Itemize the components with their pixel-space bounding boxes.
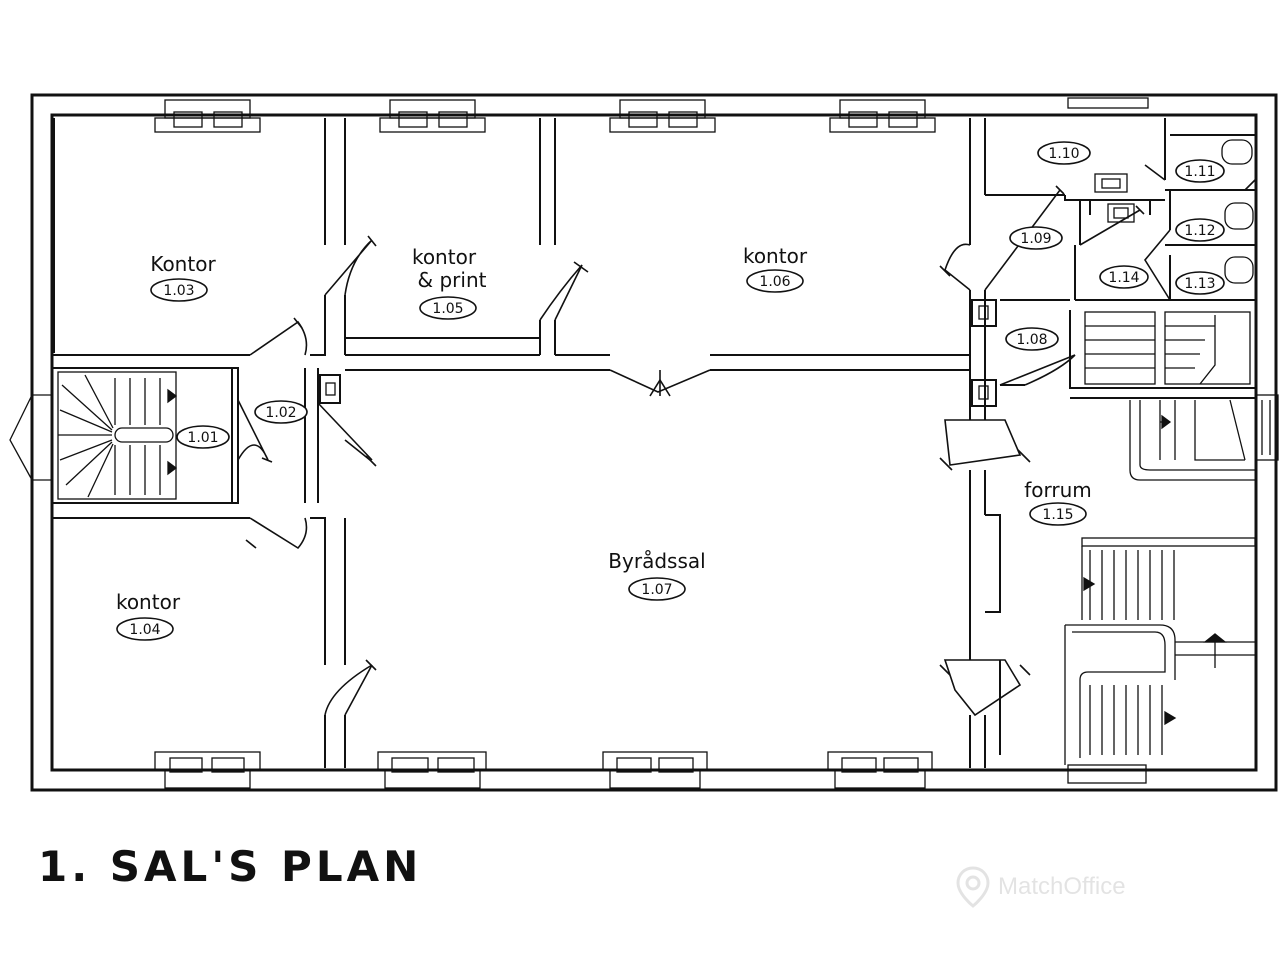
room-number-1-04: 1.04 (129, 622, 160, 638)
room-label-1-01: 1.01 (176, 425, 230, 449)
room-number-1-10: 1.10 (1048, 146, 1079, 162)
room-name-1-03: Kontor (150, 252, 216, 276)
room-label-1-14: 1.14 (1099, 265, 1149, 289)
stair-forrum (1064, 537, 1256, 765)
room-label-1-03: Kontor 1.03 (150, 252, 216, 302)
room-number-1-14: 1.14 (1108, 270, 1139, 286)
room-name-line2-1-05: & print (418, 268, 487, 292)
room-number-1-08: 1.08 (1016, 332, 1047, 348)
stair-1-01 (57, 371, 178, 500)
room-label-1-02: 1.02 (254, 400, 308, 424)
room-number-1-01: 1.01 (187, 430, 218, 446)
room-number-1-03: 1.03 (163, 283, 194, 299)
room-label-1-11: 1.11 (1175, 159, 1225, 183)
room-label-1-09: 1.09 (1009, 226, 1063, 250)
room-label-1-04: kontor 1.04 (116, 590, 181, 641)
interior-walls (51, 118, 1255, 768)
room-name-1-07: Byrådssal (608, 549, 705, 573)
room-label-1-13: 1.13 (1175, 271, 1225, 295)
room-label-1-08: 1.08 (1005, 327, 1059, 351)
room-name-1-05: kontor (412, 245, 477, 269)
room-number-1-12: 1.12 (1184, 223, 1215, 239)
watermark-text: MatchOffice (998, 873, 1126, 900)
stair-right-upper (1084, 311, 1255, 481)
room-label-1-06: kontor 1.06 (743, 244, 808, 293)
room-name-1-15: forrum (1024, 478, 1092, 502)
doors (237, 164, 1256, 717)
entry-bay-right (1255, 394, 1279, 461)
room-number-1-11: 1.11 (1184, 164, 1215, 180)
room-label-1-15: forrum 1.15 (1024, 478, 1092, 526)
wc-fixtures (1094, 139, 1254, 284)
entry-bay-left (9, 394, 52, 481)
room-number-1-07: 1.07 (641, 582, 672, 598)
room-number-1-15: 1.15 (1042, 507, 1073, 523)
room-number-1-13: 1.13 (1184, 276, 1215, 292)
room-label-1-05: kontor & print 1.05 (412, 245, 487, 320)
room-label-1-07: Byrådssal 1.07 (608, 549, 706, 601)
watermark: MatchOffice (956, 866, 1126, 908)
room-name-1-04: kontor (116, 590, 181, 614)
room-number-1-09: 1.09 (1020, 231, 1051, 247)
room-number-1-05: 1.05 (432, 301, 463, 317)
room-number-1-06: 1.06 (759, 274, 790, 290)
plan-title: 1. SAL'S PLAN (38, 842, 423, 891)
windows (154, 97, 1149, 789)
room-number-1-02: 1.02 (265, 405, 296, 421)
room-label-1-12: 1.12 (1175, 218, 1225, 242)
room-name-1-06: kontor (743, 244, 808, 268)
room-label-1-10: 1.10 (1037, 141, 1091, 165)
location-pin-icon (956, 866, 990, 908)
